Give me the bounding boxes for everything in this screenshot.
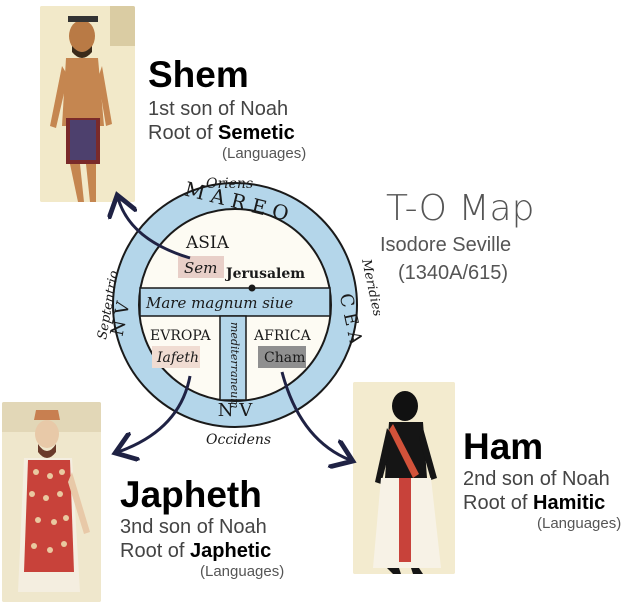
ham-text-block: Ham 2nd son of Noah Root of Hamitic (Lan… bbox=[463, 428, 621, 533]
japheth-line1: 3nd son of Noah bbox=[120, 516, 267, 538]
japheth-name: Japheth bbox=[120, 474, 262, 515]
map-author: Isodore Seville bbox=[380, 234, 512, 256]
ham-name: Ham bbox=[463, 426, 544, 467]
asia-label: ASIA bbox=[185, 233, 230, 253]
mare-magnum-label: Mare magnum siue bbox=[145, 294, 293, 312]
shem-figure-image bbox=[40, 6, 135, 202]
japheth-root-word: Japhetic bbox=[190, 540, 272, 562]
cham-box bbox=[258, 346, 306, 368]
iafeth-label: Iafeth bbox=[156, 350, 199, 366]
sem-label: Sem bbox=[184, 259, 217, 277]
oriens-label: Oriens bbox=[206, 176, 253, 192]
occidens-label: Occidens bbox=[206, 432, 271, 448]
iafeth-box bbox=[152, 346, 200, 368]
japheth-root-line: Root of Japhetic bbox=[120, 539, 284, 563]
cham-label: Cham bbox=[264, 350, 305, 366]
arrow-to-japheth bbox=[118, 375, 192, 452]
shem-languages: (Languages) bbox=[222, 145, 307, 162]
sem-box bbox=[178, 256, 224, 278]
map-date: (1340A/615) bbox=[398, 262, 509, 284]
shem-name: Shem bbox=[148, 54, 249, 95]
ham-root-line: Root of Hamitic bbox=[463, 491, 621, 515]
japheth-root-prefix: Root of bbox=[120, 540, 191, 562]
shem-text-block: Shem 1st son of Noah Root of Semetic (La… bbox=[148, 56, 306, 163]
europa-label: EVROPA bbox=[150, 328, 211, 344]
ring-text-bottom: N V bbox=[218, 400, 253, 421]
mediterraneum-label: mediterraneum bbox=[228, 322, 241, 409]
africa-label: AFRICA bbox=[253, 328, 312, 344]
shem-line1: 1st son of Noah bbox=[148, 98, 289, 120]
ham-root-prefix: Root of bbox=[463, 492, 534, 514]
japheth-figure-image bbox=[2, 402, 101, 602]
shem-root-line: Root of Semetic bbox=[148, 121, 306, 145]
arrow-to-shem bbox=[118, 198, 191, 260]
ham-line1: 2nd son of Noah bbox=[463, 468, 610, 490]
mediterraneum-band bbox=[219, 315, 247, 401]
shem-root-prefix: Root of bbox=[148, 122, 219, 144]
mare-magnum-band bbox=[139, 287, 331, 317]
shem-root-word: Semetic bbox=[218, 122, 295, 144]
arrow-to-ham bbox=[280, 371, 350, 460]
jerusalem-label: Jerusalem bbox=[224, 266, 305, 282]
map-title: T-O Map bbox=[386, 188, 535, 229]
ham-root-word: Hamitic bbox=[533, 492, 606, 514]
japheth-text-block: Japheth 3nd son of Noah Root of Japhetic… bbox=[120, 476, 284, 581]
ham-languages: (Languages) bbox=[537, 515, 622, 532]
ham-figure-image bbox=[353, 382, 455, 574]
japheth-languages: (Languages) bbox=[200, 563, 285, 580]
jerusalem-dot bbox=[248, 284, 256, 292]
